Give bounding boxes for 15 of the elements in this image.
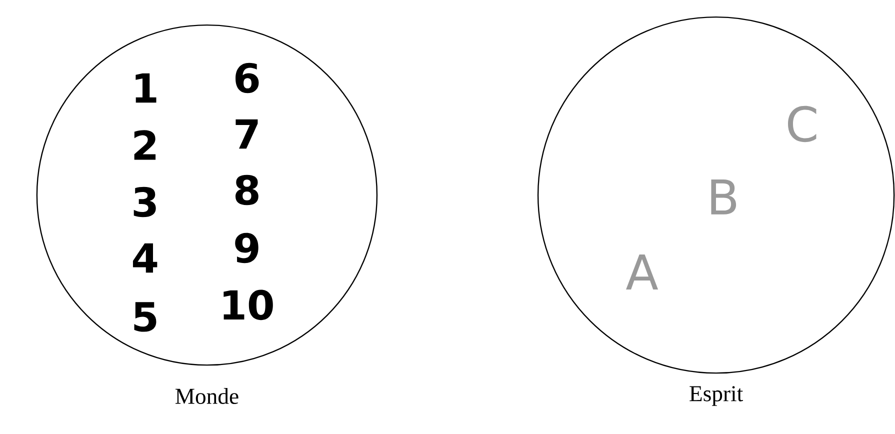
number: 6 <box>236 62 259 94</box>
number: 3 <box>134 186 156 218</box>
letter: C <box>788 106 816 142</box>
node-label: Esprit <box>690 386 743 406</box>
number: 5 <box>134 302 156 332</box>
node-label: Monde <box>176 388 238 404</box>
number: 1 <box>136 73 156 103</box>
number: 9 <box>235 232 258 264</box>
number: 10 <box>224 290 273 320</box>
number: 4 <box>132 243 158 273</box>
number: 7 <box>236 119 258 149</box>
number: 8 <box>236 174 258 206</box>
number: 2 <box>134 130 156 160</box>
letter: B <box>711 179 736 214</box>
letter: A <box>626 254 658 290</box>
